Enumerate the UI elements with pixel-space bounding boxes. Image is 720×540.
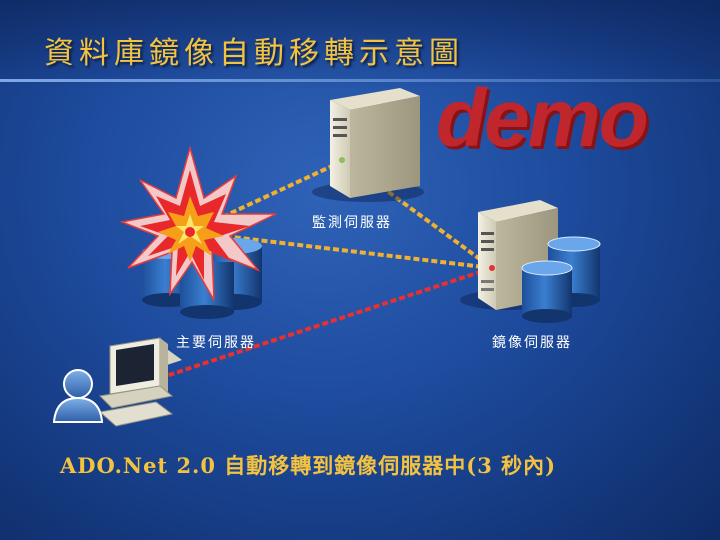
user-icon [52, 369, 104, 423]
primary-server-label: 主要伺服器 [176, 335, 256, 351]
monitor-server-label: 監測伺服器 [312, 215, 392, 231]
slide-title: 資料庫鏡像自動移轉示意圖 [44, 36, 464, 71]
explosion-icon [119, 145, 277, 301]
link-primary-mirror [189, 230, 493, 270]
title-underline [0, 79, 720, 82]
mirror-server-label: 鏡像伺服器 [492, 335, 572, 351]
title-band [0, 0, 720, 90]
demo-logo: demo [436, 73, 649, 164]
mirror-database-icon [521, 236, 601, 323]
failover-caption: ADO.Net 2.0 自動移轉到鏡像伺服器中(3 秒內) [60, 453, 557, 478]
link-client-mirror [159, 266, 493, 380]
monitor-server-icon [312, 88, 424, 202]
client-computer-icon [98, 337, 182, 427]
